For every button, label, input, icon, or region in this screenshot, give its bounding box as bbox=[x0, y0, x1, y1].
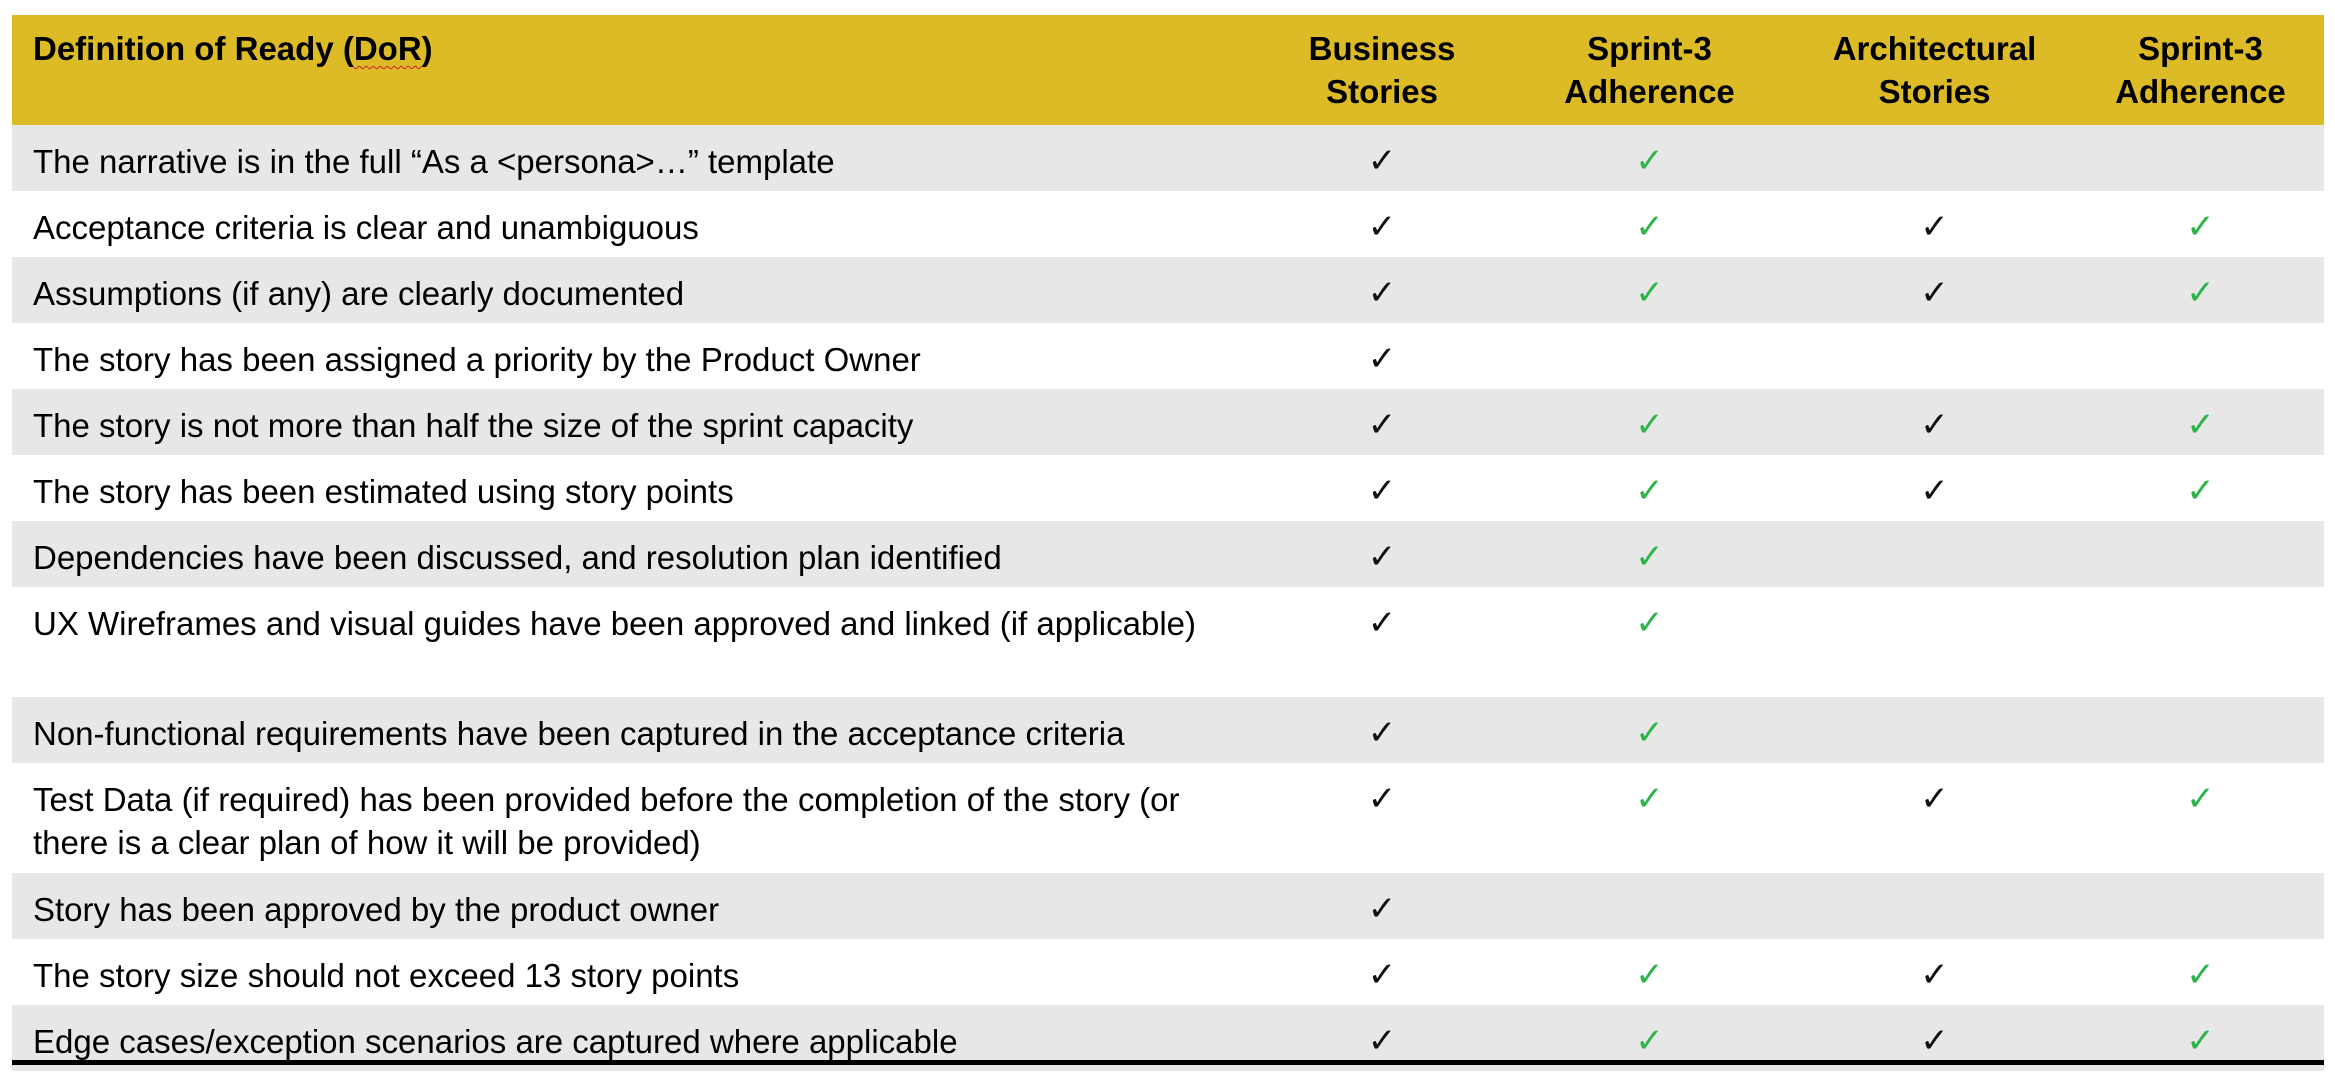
business-adherence-check-icon: ✓ bbox=[1635, 141, 1664, 181]
architectural-adherence-check-icon bbox=[2077, 873, 2324, 939]
business-check-icon: ✓ bbox=[1367, 537, 1397, 577]
architectural-adherence-check-icon: ✓ bbox=[2186, 273, 2215, 313]
architectural-check-icon: ✓ bbox=[1920, 1021, 1949, 1061]
business-check-icon: ✓ bbox=[1367, 471, 1397, 511]
table-row: Acceptance criteria is clear and unambig… bbox=[12, 191, 2324, 257]
business-check-icon: ✓ bbox=[1367, 405, 1397, 445]
business-adherence-check-icon bbox=[1507, 323, 1792, 389]
business-stories-column-header: Business Stories bbox=[1257, 15, 1507, 125]
architectural-stories-column-header: Architectural Stories bbox=[1792, 15, 2077, 125]
architectural-check-icon bbox=[1792, 521, 2077, 587]
business-adherence-check-icon: ✓ bbox=[1635, 713, 1664, 753]
business-adherence-check-icon: ✓ bbox=[1635, 537, 1664, 577]
business-check-icon: ✓ bbox=[1367, 1021, 1397, 1061]
architectural-check-icon: ✓ bbox=[1920, 779, 1949, 819]
architectural-check-icon bbox=[1792, 323, 2077, 389]
architectural-check-icon bbox=[1792, 587, 2077, 697]
table-row: UX Wireframes and visual guides have bee… bbox=[12, 587, 2324, 697]
criterion-cell: Non-functional requirements have been ca… bbox=[33, 715, 1125, 752]
business-header-line2: Stories bbox=[1326, 73, 1438, 110]
business-adherence-check-icon: ✓ bbox=[1635, 955, 1664, 995]
architectural-adherence-check-icon bbox=[2077, 323, 2324, 389]
criterion-header-abbrev: DoR bbox=[353, 30, 422, 67]
architectural-adherence-check-icon: ✓ bbox=[2186, 471, 2215, 511]
criterion-cell: Test Data (if required) has been provide… bbox=[33, 781, 1180, 861]
architectural-adherence-check-icon: ✓ bbox=[2186, 1021, 2215, 1061]
table-row: The story is not more than half the size… bbox=[12, 389, 2324, 455]
architectural-check-icon: ✓ bbox=[1920, 273, 1949, 313]
criterion-cell: UX Wireframes and visual guides have bee… bbox=[33, 605, 1196, 642]
criterion-cell: Dependencies have been discussed, and re… bbox=[33, 539, 1002, 576]
architectural-header-line1: Architectural bbox=[1832, 30, 2037, 67]
business-adherence-check-icon: ✓ bbox=[1635, 273, 1664, 313]
criterion-column-header: Definition of Ready (DoR) bbox=[12, 15, 1257, 125]
business-check-icon: ✓ bbox=[1367, 207, 1397, 247]
table-bottom-rule bbox=[12, 1060, 2324, 1065]
business-adherence-column-header: Sprint-3 Adherence bbox=[1507, 15, 1792, 125]
table-row: The story has been estimated using story… bbox=[12, 455, 2324, 521]
business-check-icon: ✓ bbox=[1367, 339, 1397, 379]
business-check-icon: ✓ bbox=[1367, 603, 1397, 643]
business-check-icon: ✓ bbox=[1367, 273, 1397, 313]
architectural-adherence-column-header: Sprint-3 Adherence bbox=[2077, 15, 2324, 125]
architectural-adherence-header-line2: Adherence bbox=[2115, 73, 2286, 110]
table-row: The story has been assigned a priority b… bbox=[12, 323, 2324, 389]
definition-of-ready-table: Definition of Ready (DoR) Business Stori… bbox=[12, 15, 2324, 1071]
architectural-check-icon: ✓ bbox=[1920, 471, 1949, 511]
business-check-icon: ✓ bbox=[1367, 779, 1397, 819]
architectural-adherence-check-icon bbox=[2077, 125, 2324, 191]
business-adherence-check-icon: ✓ bbox=[1635, 207, 1664, 247]
business-adherence-check-icon bbox=[1507, 873, 1792, 939]
architectural-header-line2: Stories bbox=[1878, 73, 1991, 110]
table-row: Story has been approved by the product o… bbox=[12, 873, 2324, 939]
architectural-check-icon: ✓ bbox=[1920, 405, 1949, 445]
architectural-check-icon: ✓ bbox=[1920, 955, 1949, 995]
business-adherence-check-icon: ✓ bbox=[1635, 603, 1664, 643]
business-adherence-check-icon: ✓ bbox=[1635, 1021, 1664, 1061]
business-check-icon: ✓ bbox=[1367, 141, 1397, 181]
business-header-line1: Business bbox=[1308, 30, 1456, 67]
criterion-cell: Edge cases/exception scenarios are captu… bbox=[33, 1023, 958, 1060]
table-row: The story size should not exceed 13 stor… bbox=[12, 939, 2324, 1005]
table-row: Assumptions (if any) are clearly documen… bbox=[12, 257, 2324, 323]
architectural-check-icon bbox=[1792, 697, 2077, 763]
architectural-adherence-check-icon bbox=[2077, 587, 2324, 697]
business-adherence-header-line2: Adherence bbox=[1564, 73, 1735, 110]
criterion-cell: Acceptance criteria is clear and unambig… bbox=[33, 209, 699, 246]
architectural-adherence-check-icon: ✓ bbox=[2186, 779, 2215, 819]
table-row: The narrative is in the full “As a <pers… bbox=[12, 125, 2324, 191]
business-adherence-check-icon: ✓ bbox=[1635, 405, 1664, 445]
architectural-check-icon: ✓ bbox=[1920, 207, 1949, 247]
table-row: Non-functional requirements have been ca… bbox=[12, 697, 2324, 763]
business-adherence-check-icon: ✓ bbox=[1635, 471, 1664, 511]
criterion-cell: The story has been estimated using story… bbox=[33, 473, 734, 510]
business-check-icon: ✓ bbox=[1367, 955, 1397, 995]
business-check-icon: ✓ bbox=[1367, 889, 1397, 929]
architectural-adherence-check-icon bbox=[2077, 697, 2324, 763]
architectural-adherence-check-icon: ✓ bbox=[2186, 207, 2215, 247]
criterion-cell: The story is not more than half the size… bbox=[33, 407, 914, 444]
criterion-cell: Assumptions (if any) are clearly documen… bbox=[33, 275, 685, 312]
table-header-row: Definition of Ready (DoR) Business Stori… bbox=[12, 15, 2324, 125]
table-row: Test Data (if required) has been provide… bbox=[12, 763, 2324, 873]
architectural-adherence-header-line1: Sprint-3 bbox=[2138, 30, 2263, 67]
criterion-cell: The story has been assigned a priority b… bbox=[33, 341, 921, 378]
business-check-icon: ✓ bbox=[1367, 713, 1397, 753]
architectural-adherence-check-icon: ✓ bbox=[2186, 955, 2215, 995]
architectural-adherence-check-icon: ✓ bbox=[2186, 405, 2215, 445]
criterion-cell: Story has been approved by the product o… bbox=[33, 891, 720, 928]
criterion-cell: The narrative is in the full “As a <pers… bbox=[33, 143, 835, 180]
architectural-adherence-check-icon bbox=[2077, 521, 2324, 587]
criterion-cell: The story size should not exceed 13 stor… bbox=[33, 957, 740, 994]
architectural-check-icon bbox=[1792, 125, 2077, 191]
criterion-header-suffix: ) bbox=[421, 30, 433, 67]
business-adherence-header-line1: Sprint-3 bbox=[1587, 30, 1712, 67]
table-row: Dependencies have been discussed, and re… bbox=[12, 521, 2324, 587]
architectural-check-icon bbox=[1792, 873, 2077, 939]
criterion-header-prefix: Definition of Ready ( bbox=[33, 30, 354, 67]
business-adherence-check-icon: ✓ bbox=[1635, 779, 1664, 819]
